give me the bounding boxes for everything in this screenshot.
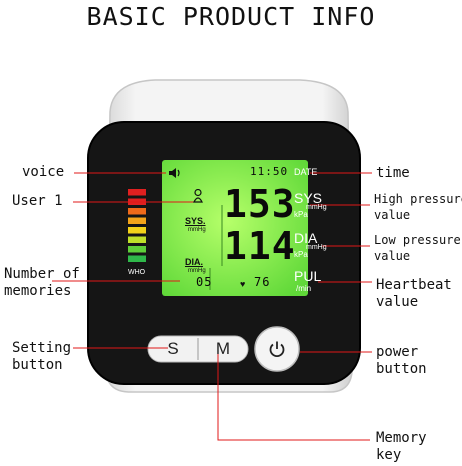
lcd-dia-unit-kpa: kPa <box>294 250 308 259</box>
lcd-sys-value: 153 <box>224 182 296 226</box>
lcd-dia-small-label: DIA. <box>185 257 203 267</box>
lcd-memory-count: 05 <box>196 275 213 289</box>
user-icon <box>193 188 203 203</box>
lcd-sys-unit-kpa: kPa <box>294 210 308 219</box>
speaker-icon <box>168 166 182 178</box>
label-high-pressure: High pressure value <box>374 192 462 222</box>
label-low-pressure: Low pressure value <box>374 233 461 263</box>
lcd-sys-small-unit: mmHg <box>188 227 206 233</box>
lcd-sys-small-label: SYS. <box>185 216 206 226</box>
label-power: power button <box>376 344 427 377</box>
heart-icon: ♥ <box>240 279 246 289</box>
lcd-dia-small-unit: mmHg <box>188 268 206 274</box>
who-bar <box>128 189 146 196</box>
lcd-time: 11:50 <box>250 165 289 178</box>
leader-lines <box>52 172 372 441</box>
page-title: BASIC PRODUCT INFO <box>86 2 376 31</box>
lcd-sys-unit-mmhg: mmHg <box>306 204 327 211</box>
lcd-dia-unit-mmhg: mmHg <box>306 244 327 251</box>
label-memory-key: Memory key <box>376 430 427 463</box>
memory-button[interactable]: M <box>215 339 231 358</box>
label-time: time <box>376 165 410 181</box>
lcd-date-label: DATE <box>294 167 318 177</box>
label-memories: Number of memories <box>4 266 80 299</box>
who-bar <box>128 255 146 262</box>
who-label: WHO <box>128 269 146 276</box>
label-user: User 1 <box>12 193 63 209</box>
lcd-screen <box>162 160 308 296</box>
lcd-pul-value: 76 <box>254 275 271 289</box>
label-setting: Setting button <box>12 340 72 373</box>
lcd-sys-label: SYS <box>294 190 323 206</box>
setting-button[interactable]: S <box>167 339 179 358</box>
who-bar <box>128 227 146 234</box>
power-icon <box>269 341 285 358</box>
who-bar <box>128 236 146 243</box>
lcd-dia-value: 114 <box>224 224 296 268</box>
lcd-pul-label: PUL <box>294 268 322 284</box>
label-voice: voice <box>22 164 65 180</box>
power-button[interactable] <box>262 334 292 364</box>
lcd-dia-label: DIA <box>294 230 318 246</box>
label-heartbeat: Heartbeat value <box>376 277 452 310</box>
who-bar <box>128 217 146 224</box>
who-bar <box>128 208 146 215</box>
lcd-pul-unit: /min <box>296 284 312 293</box>
who-bar <box>128 246 146 253</box>
